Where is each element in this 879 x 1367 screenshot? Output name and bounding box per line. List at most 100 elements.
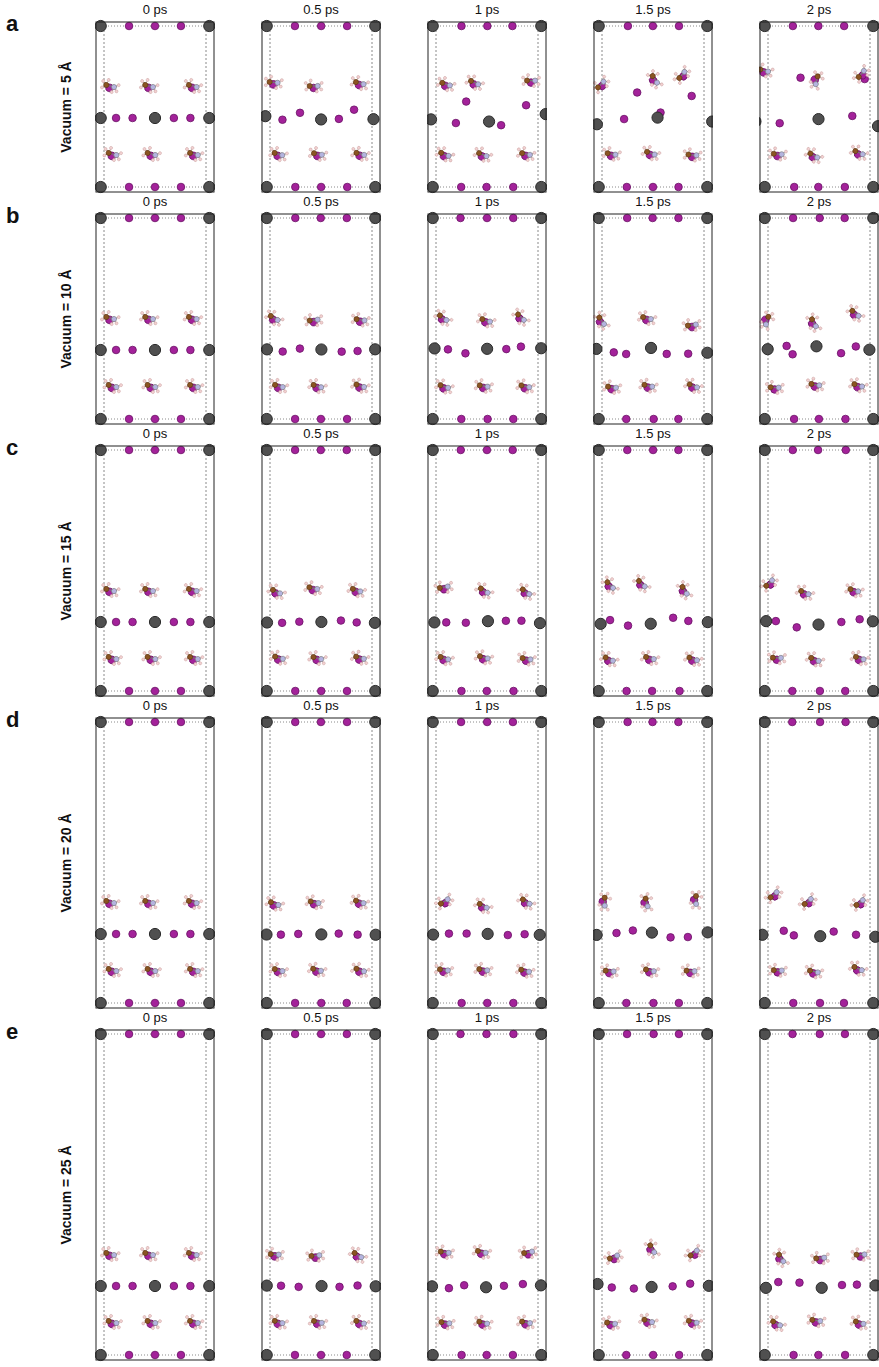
pb-atom	[95, 928, 106, 939]
h-atom	[650, 662, 654, 666]
h-atom	[156, 315, 160, 319]
h-atom	[481, 81, 485, 85]
n-atom	[280, 656, 286, 662]
h-atom	[808, 597, 812, 601]
h-atom	[192, 322, 196, 326]
pb-atom	[813, 114, 824, 125]
h-atom	[467, 75, 471, 79]
ma-molecule	[473, 648, 495, 667]
iodine-atom	[278, 619, 286, 627]
ma-molecule	[183, 649, 205, 667]
n-atom	[776, 385, 781, 390]
h-atom	[364, 389, 368, 393]
h-atom	[350, 154, 354, 158]
h-atom	[861, 588, 865, 592]
h-atom	[286, 383, 290, 387]
h-atom	[309, 79, 312, 82]
h-atom	[352, 147, 356, 151]
n-atom	[855, 312, 862, 319]
h-atom	[771, 573, 775, 577]
h-atom	[101, 895, 105, 899]
pb-atom	[204, 344, 215, 355]
h-atom	[104, 651, 108, 655]
h-atom	[519, 583, 523, 587]
n-atom	[487, 318, 494, 325]
c-atom	[437, 585, 443, 591]
atoms	[593, 20, 713, 192]
iodine-atom	[125, 718, 133, 726]
ma-molecule	[463, 72, 486, 93]
h-atom	[445, 88, 449, 92]
h-atom	[686, 583, 690, 587]
h-atom	[601, 651, 605, 655]
iodine-atom	[125, 22, 133, 30]
h-atom	[851, 651, 855, 655]
n-atom	[859, 383, 865, 389]
ma-molecule	[509, 306, 532, 329]
pb-atom	[204, 181, 215, 192]
iodine-atom	[125, 687, 133, 695]
snapshot-frame	[593, 444, 713, 696]
pb-atom	[645, 618, 656, 629]
c-atom	[808, 381, 814, 387]
c-atom	[144, 654, 150, 660]
h-atom	[146, 78, 150, 82]
cell-line	[704, 446, 705, 696]
h-atom	[476, 320, 480, 324]
h-atom	[107, 78, 111, 82]
n-atom	[152, 968, 158, 974]
c-atom	[310, 654, 316, 660]
n-atom	[361, 152, 367, 158]
h-atom	[308, 154, 312, 158]
h-atom	[516, 154, 520, 158]
h-atom	[100, 902, 104, 906]
frame-box	[262, 22, 380, 192]
h-atom	[482, 595, 486, 599]
c-atom	[676, 74, 683, 81]
h-atom	[438, 581, 442, 585]
cell-line	[372, 22, 373, 192]
c-atom	[686, 381, 693, 388]
ma-molecule	[349, 376, 371, 395]
h-atom	[596, 90, 600, 94]
ma-molecule	[593, 309, 613, 333]
n-atom	[150, 84, 156, 90]
h-atom	[154, 593, 158, 597]
h-atom	[606, 79, 610, 83]
h-atom	[269, 385, 273, 389]
pb-atom	[204, 616, 215, 627]
h-atom	[611, 591, 615, 595]
h-atom	[325, 151, 329, 155]
ma-molecule	[682, 376, 705, 396]
iodine-atom	[343, 214, 351, 222]
h-atom	[303, 588, 307, 592]
iodine-atom	[112, 346, 120, 354]
h-atom	[104, 379, 108, 383]
h-atom	[269, 583, 273, 587]
ma-molecule	[349, 145, 371, 163]
h-atom	[651, 69, 655, 73]
h-atom	[687, 69, 691, 73]
n-atom	[526, 590, 533, 597]
h-atom	[117, 83, 121, 87]
ma-molecule	[304, 79, 323, 93]
ma-molecule	[844, 302, 868, 325]
pb-atom	[759, 181, 770, 192]
h-atom	[811, 312, 815, 316]
frame-box	[760, 214, 878, 424]
h-atom	[812, 651, 816, 655]
pb-atom	[702, 617, 713, 628]
n-atom	[152, 656, 158, 662]
h-atom	[366, 80, 370, 84]
h-atom	[676, 584, 680, 588]
h-atom	[821, 77, 825, 81]
h-atom	[697, 390, 701, 394]
ma-molecule	[471, 145, 494, 165]
ma-molecule	[805, 376, 826, 393]
c-atom	[514, 311, 521, 318]
h-atom	[444, 159, 448, 163]
iodine-atom	[789, 22, 797, 30]
cell-line	[870, 214, 871, 424]
n-atom	[113, 656, 119, 662]
iodine-atom	[633, 89, 641, 97]
